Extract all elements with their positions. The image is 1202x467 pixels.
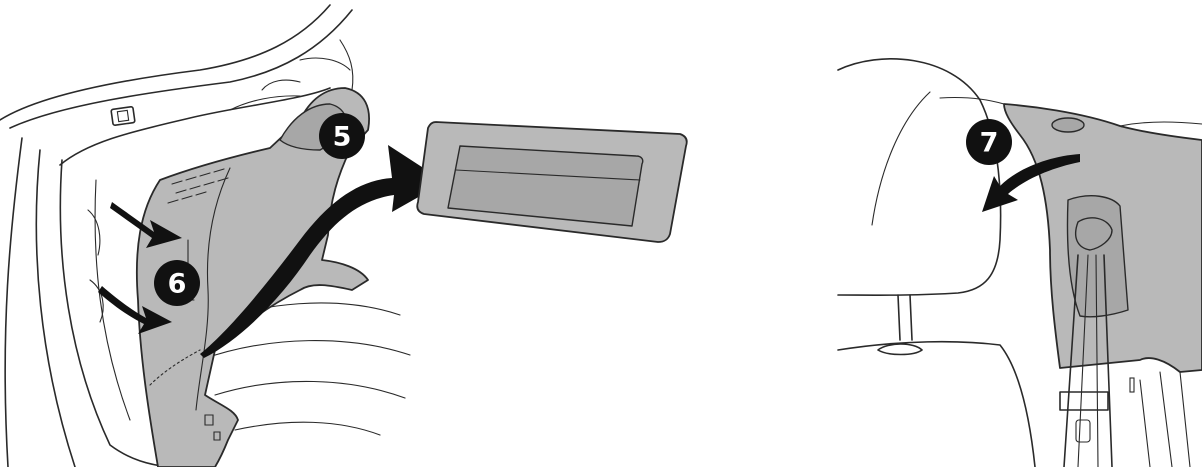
headrest-outline	[838, 59, 1001, 295]
step-5-label: 5	[333, 122, 352, 153]
step-7-badge: 7	[966, 119, 1012, 165]
step-7-label: 7	[980, 128, 999, 159]
seatbelt-guide-recess	[1068, 196, 1129, 317]
trunk-interior-scene	[0, 5, 445, 467]
step-5-badge: 5	[319, 113, 365, 159]
seat-pillar-scene	[838, 59, 1202, 467]
step-6-label: 6	[168, 269, 187, 300]
removed-panel-inset	[417, 122, 687, 242]
step-6-badge: 6	[154, 260, 200, 306]
